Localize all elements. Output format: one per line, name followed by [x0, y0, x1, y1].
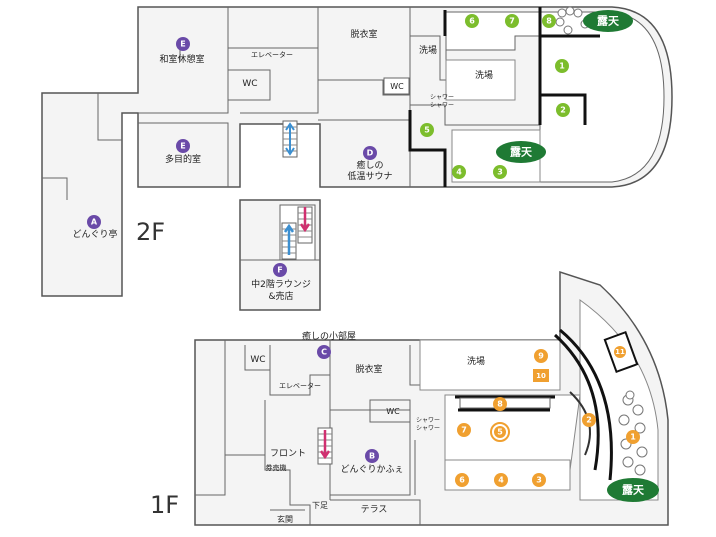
num-1f-7: 7 — [457, 423, 471, 437]
svg-text:1: 1 — [559, 62, 565, 71]
svg-text:7: 7 — [509, 17, 515, 26]
marker-a: A — [87, 215, 101, 229]
svg-text:3: 3 — [497, 168, 503, 177]
room-geta: 下足 — [312, 501, 328, 510]
room-dongurikafe: どんぐりかふぇ — [340, 464, 403, 475]
num-2f-7: 7 — [505, 14, 519, 28]
svg-text:2: 2 — [560, 106, 566, 115]
num-1f-1: 1 — [626, 430, 640, 444]
svg-text:C: C — [321, 348, 327, 357]
svg-text:9: 9 — [538, 352, 544, 361]
room-wc-2f-2: WC — [390, 82, 404, 91]
svg-text:2: 2 — [586, 416, 592, 425]
room-elevator-1f: エレベーター — [279, 381, 321, 390]
room-koheya: 癒しの小部屋 — [302, 330, 356, 342]
num-2f-4: 4 — [452, 165, 466, 179]
svg-text:11: 11 — [615, 348, 625, 356]
num-1f-3: 3 — [532, 473, 546, 487]
room-shower-1f-b: シャワー — [416, 425, 440, 432]
room-lounge-line1: 中2階ラウンジ — [251, 278, 311, 290]
num-1f-8: 8 — [493, 397, 507, 411]
svg-text:4: 4 — [498, 476, 504, 485]
svg-text:1: 1 — [630, 433, 636, 442]
room-washitsu: 和室休憩室 — [159, 53, 204, 65]
svg-text:E: E — [180, 142, 185, 151]
floor-1f: 癒しの小部屋 WC エレベーター 脱衣室 洗場 WC シャワー シャワー フロン… — [150, 270, 669, 526]
num-2f-3: 3 — [493, 165, 507, 179]
num-1f-10: 10 — [533, 369, 549, 382]
room-dongurite: どんぐり亭 — [72, 228, 117, 240]
marker-d: D — [363, 146, 377, 160]
room-senba-2f-2: 洗場 — [475, 69, 493, 81]
room-shower-2f-a: シャワー — [430, 94, 454, 101]
num-2f-1: 1 — [555, 59, 569, 73]
svg-text:A: A — [91, 218, 98, 227]
room-datsuijo-1f: 脱衣室 — [355, 363, 382, 375]
rotenburo-2f-mid: 露天 — [496, 141, 546, 163]
svg-text:8: 8 — [546, 17, 552, 26]
floor-2f: 和室休憩室 エレベーター WC 脱衣室 洗場 洗場 WC シャワー シャワー 多… — [41, 6, 673, 311]
room-shower-2f-b: シャワー — [430, 102, 454, 109]
svg-text:E: E — [180, 40, 185, 49]
num-2f-5: 5 — [420, 123, 434, 137]
room-genkan: 玄関 — [277, 514, 293, 524]
svg-text:B: B — [369, 452, 375, 461]
room-elevator-2f: エレベーター — [251, 50, 293, 59]
room-datsuijo-2f: 脱衣室 — [350, 28, 377, 40]
marker-b: B — [365, 449, 379, 463]
svg-text:露天: 露天 — [510, 146, 533, 159]
svg-text:5: 5 — [424, 126, 430, 135]
room-wc-2f-1: WC — [242, 79, 257, 89]
num-1f-4: 4 — [494, 473, 508, 487]
svg-text:10: 10 — [536, 372, 546, 380]
room-kenbaiki: 券売機 — [266, 463, 287, 472]
num-1f-6: 6 — [455, 473, 469, 487]
num-1f-5: 5 — [490, 422, 510, 442]
num-1f-11: 11 — [614, 346, 626, 358]
svg-text:6: 6 — [459, 476, 465, 485]
room-lounge-line2: &売店 — [268, 290, 293, 302]
svg-text:3: 3 — [536, 476, 542, 485]
room-senba-1f: 洗場 — [467, 355, 485, 367]
svg-text:8: 8 — [497, 400, 503, 409]
num-2f-2: 2 — [556, 103, 570, 117]
svg-text:露天: 露天 — [597, 15, 620, 28]
room-front: フロント — [270, 449, 306, 459]
room-shower-1f-a: シャワー — [416, 417, 440, 424]
num-2f-6: 6 — [465, 14, 479, 28]
svg-text:4: 4 — [456, 168, 462, 177]
room-sauna-line1: 癒しの — [356, 159, 383, 171]
svg-text:6: 6 — [469, 17, 475, 26]
rotenburo-1f: 露天 — [607, 478, 659, 502]
room-terrace: テラス — [361, 504, 388, 515]
marker-f: F — [277, 266, 282, 275]
room-tamokuteki: 多目的室 — [165, 153, 201, 165]
room-wc-1f-1: WC — [250, 355, 265, 365]
svg-text:5: 5 — [497, 428, 503, 437]
num-1f-2: 2 — [582, 413, 596, 427]
floor-label-1f: 1F — [150, 491, 179, 519]
svg-text:露天: 露天 — [622, 484, 645, 497]
num-2f-8: 8 — [542, 14, 556, 28]
room-senba-2f-1: 洗場 — [419, 44, 437, 56]
marker-c: C — [317, 345, 331, 359]
rotenburo-2f-top: 露天 — [583, 10, 633, 32]
num-1f-9: 9 — [534, 349, 548, 363]
floor-label-2f: 2F — [136, 218, 165, 246]
marker-e-top: E — [176, 37, 190, 51]
marker-e-mid: E — [176, 139, 190, 153]
svg-text:7: 7 — [461, 426, 467, 435]
room-sauna-line2: 低温サウナ — [347, 170, 392, 182]
svg-text:D: D — [367, 149, 374, 158]
mezzanine-lounge: F 中2階ラウンジ &売店 — [239, 199, 321, 311]
room-wc-1f-2: WC — [386, 407, 400, 416]
